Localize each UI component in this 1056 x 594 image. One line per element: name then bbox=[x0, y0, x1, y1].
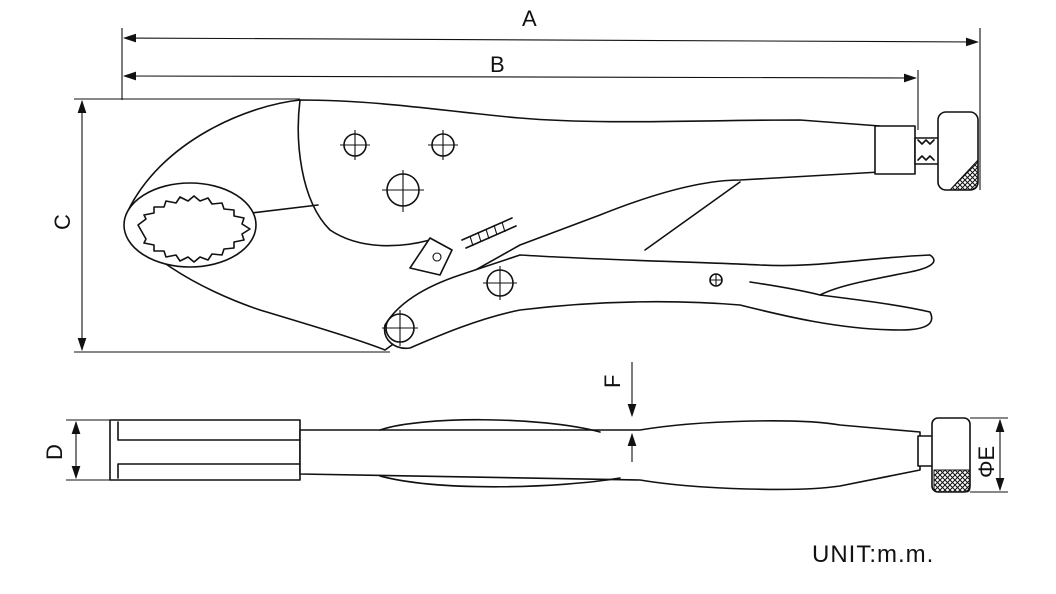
dimension-c-label: C bbox=[50, 214, 75, 230]
dimension-b: B bbox=[122, 52, 919, 130]
rivet bbox=[382, 310, 418, 346]
dimension-e-label: ΦE bbox=[974, 446, 999, 478]
pliers-side-view bbox=[123, 99, 979, 351]
dimension-f-label: F bbox=[600, 375, 625, 388]
dimension-a-label: A bbox=[522, 6, 537, 31]
dimension-d-label: D bbox=[42, 444, 67, 460]
rivet bbox=[483, 266, 517, 300]
rivet bbox=[382, 170, 424, 212]
rivet bbox=[340, 130, 370, 160]
dimension-e: ΦE bbox=[970, 417, 1008, 493]
pliers-top-view bbox=[109, 417, 971, 493]
dimension-c: C bbox=[50, 98, 390, 353]
rivet bbox=[709, 273, 723, 287]
dimension-f: F bbox=[600, 362, 637, 462]
rivet bbox=[428, 130, 458, 160]
dimension-a: A bbox=[121, 6, 981, 190]
dimension-d: D bbox=[42, 419, 110, 481]
dimension-b-label: B bbox=[490, 52, 505, 77]
unit-label: UNIT:m.m. bbox=[812, 541, 934, 568]
